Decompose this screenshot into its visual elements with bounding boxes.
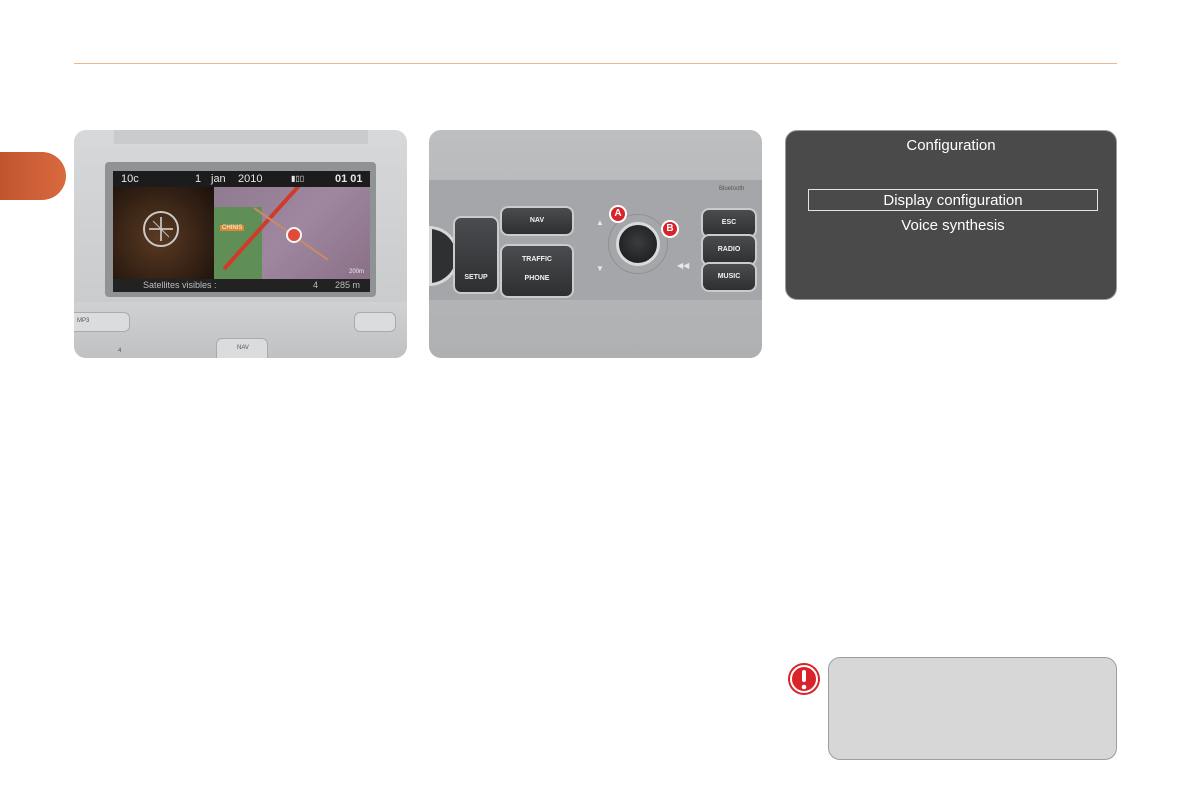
exclamation-icon	[788, 663, 820, 695]
date-month: jan	[211, 173, 226, 185]
clock-readout: 01 01	[335, 173, 363, 185]
configuration-screen: Configuration Display configuration Voic…	[785, 130, 1117, 300]
preset-4-label: 4	[118, 348, 122, 354]
dashboard-display-illustration: 10c 1 jan 2010 ▮▯▯ 01 01 CHINIS 200m	[74, 130, 407, 358]
music-button: MUSIC	[701, 262, 757, 292]
screen-status-bar: 10c 1 jan 2010 ▮▯▯ 01 01	[113, 171, 370, 187]
setup-button: SETUP	[453, 216, 499, 294]
map-scale: 200m	[348, 269, 364, 275]
header-rule	[74, 63, 1117, 64]
nav-button: NAV	[500, 206, 574, 236]
phone-label: PHONE	[524, 275, 550, 282]
mp3-key: MP3	[74, 312, 130, 332]
map-poi-tag: CHINIS	[220, 225, 245, 231]
menu-item-voice-synthesis[interactable]: Voice synthesis	[901, 217, 1005, 234]
arrow-up-icon: ▲	[596, 218, 604, 227]
traffic-phone-button: TRAFFIC PHONE	[500, 244, 574, 298]
date-day: 1	[195, 173, 202, 185]
marker-b: B	[661, 220, 679, 238]
rewind-icon: ◀◀	[677, 261, 690, 270]
traffic-label: TRAFFIC	[522, 256, 552, 263]
compass-view	[113, 187, 214, 279]
chapter-tab	[0, 152, 66, 200]
dashboard-lower: MP3 NAV 4	[74, 302, 407, 358]
display-hood	[114, 130, 368, 144]
dial-ring	[608, 214, 668, 274]
media-key	[354, 312, 396, 332]
esc-button: ESC	[701, 208, 757, 238]
compass-icon	[143, 211, 179, 247]
control-panel-illustration: Bluetooth SETUP NAV TRAFFIC PHONE ▲ ▼ ◀◀…	[429, 130, 762, 358]
rotary-knob	[616, 222, 660, 266]
temperature-readout: 10c	[121, 173, 139, 185]
bluetooth-label: Bluetooth	[719, 186, 745, 192]
nav-key: NAV	[216, 338, 268, 358]
map-park-area	[214, 207, 262, 279]
mp3-key-label: MP3	[77, 318, 90, 324]
arrow-down-icon: ▼	[596, 264, 604, 273]
screen-title: Configuration	[906, 137, 996, 154]
warning-note-box	[828, 657, 1117, 760]
vehicle-position-icon	[286, 227, 302, 243]
marker-a: A	[609, 205, 627, 223]
nav-key-label: NAV	[237, 345, 249, 351]
navigation-screen: 10c 1 jan 2010 ▮▯▯ 01 01 CHINIS 200m	[113, 171, 370, 292]
map-view: CHINIS 200m	[214, 187, 370, 279]
distance-readout: 285 m	[335, 280, 361, 290]
screen-bottom-bar: Satellites visibles : 4 285 m	[113, 279, 370, 292]
menu-item-display-configuration[interactable]: Display configuration	[808, 189, 1098, 211]
signal-icon: ▮▯▯	[291, 174, 305, 183]
date-year: 2010	[238, 173, 263, 185]
satellites-count: 4	[313, 280, 319, 290]
satellites-label: Satellites visibles :	[143, 280, 217, 290]
